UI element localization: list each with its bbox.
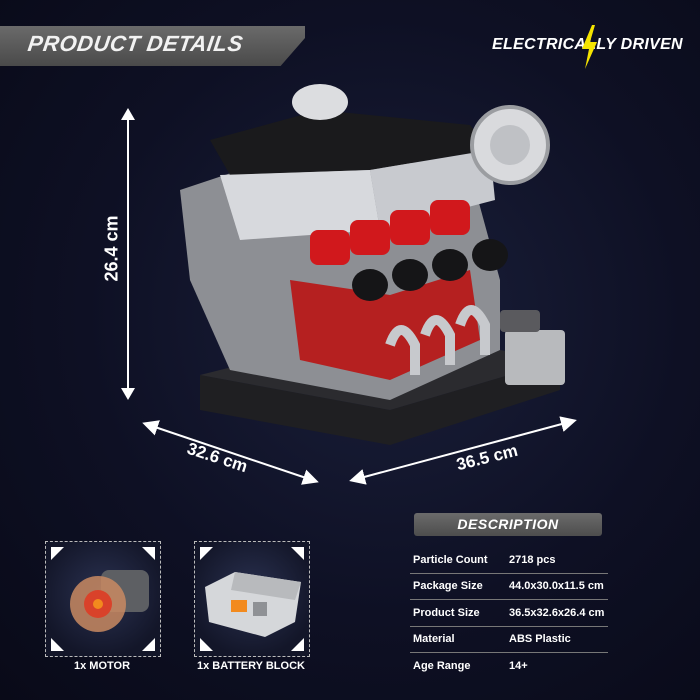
description-header xyxy=(414,513,602,536)
spec-row: Product Size 36.5x32.6x26.4 cm xyxy=(410,600,608,627)
spec-value: ABS Plastic xyxy=(509,633,571,646)
engine-image xyxy=(180,84,565,445)
spec-key: Age Range xyxy=(413,659,471,672)
spec-value: 36.5x32.6x26.4 cm xyxy=(509,606,605,619)
spec-value: 14+ xyxy=(509,659,528,672)
spec-key: Particle Count xyxy=(413,553,488,566)
height-dimension-line xyxy=(127,113,129,395)
page-title: PRODUCT DETAILS xyxy=(26,31,245,56)
arrow-up-icon xyxy=(121,108,135,120)
spec-value: 2718 pcs xyxy=(509,553,556,566)
arrow-down-icon xyxy=(121,388,135,400)
spec-key: Package Size xyxy=(413,580,483,593)
title-banner xyxy=(0,26,305,66)
spec-key: Product Size xyxy=(413,606,480,619)
battery-label: 1x BATTERY BLOCK xyxy=(197,660,305,672)
motor-tile xyxy=(45,541,161,657)
spec-table: Particle Count 2718 pcs Package Size 44.… xyxy=(410,547,608,679)
lightning-bolt-icon xyxy=(582,25,597,69)
height-label: 26.4 cm xyxy=(101,215,122,282)
spec-value: 44.0x30.0x11.5 cm xyxy=(509,580,604,593)
description-title: DESCRIPTION xyxy=(457,516,559,532)
spec-row: Particle Count 2718 pcs xyxy=(410,547,608,574)
motor-label: 1x MOTOR xyxy=(73,660,131,672)
spec-row: Material ABS Plastic xyxy=(410,627,608,653)
spec-key: Material xyxy=(413,633,455,646)
motor-icon xyxy=(51,547,155,651)
battery-tile xyxy=(194,541,310,657)
spec-row: Package Size 44.0x30.0x11.5 cm xyxy=(410,574,608,600)
battery-block-icon xyxy=(200,547,304,651)
spec-row: Age Range 14+ xyxy=(410,653,608,679)
